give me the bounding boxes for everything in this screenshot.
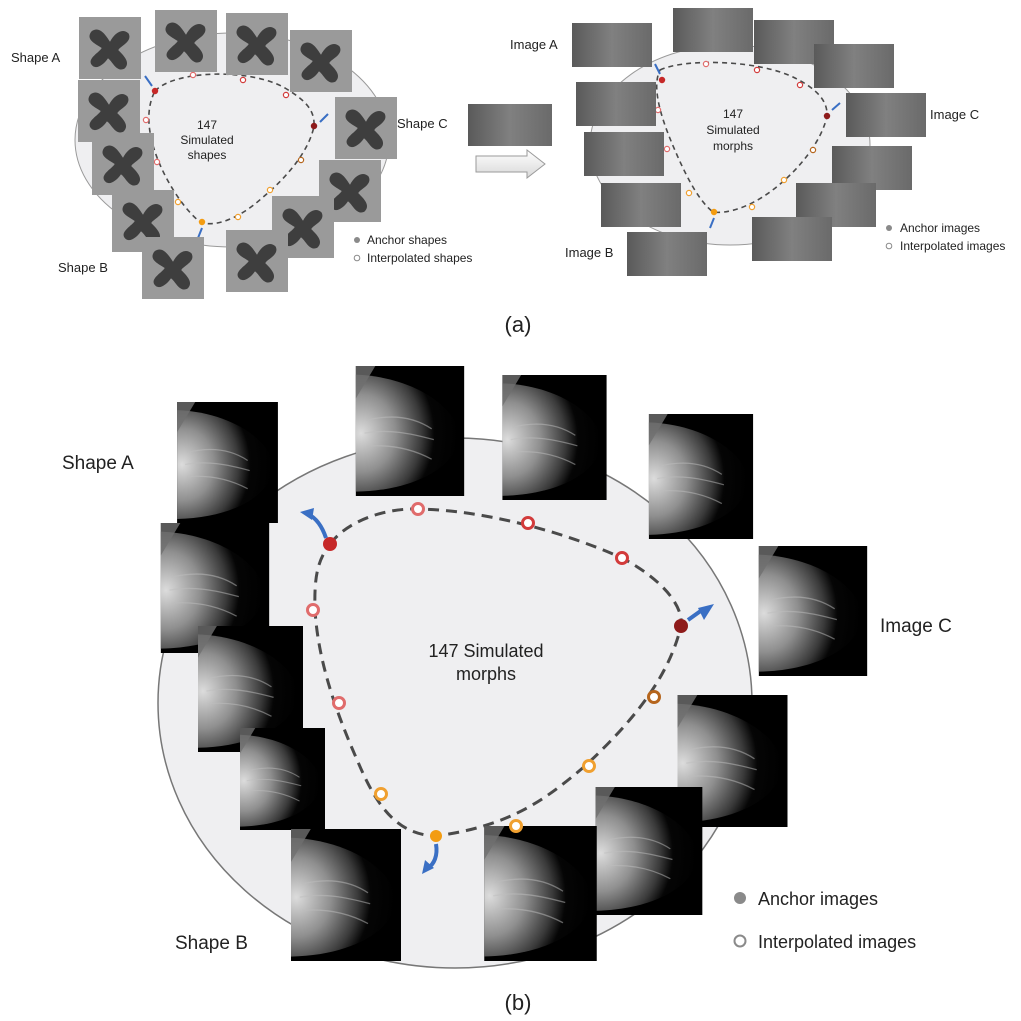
direction-arrows bbox=[300, 508, 714, 874]
interpolated-points bbox=[142, 71, 305, 221]
label-shape-b: Shape B bbox=[175, 933, 248, 954]
anchor-point-a bbox=[658, 76, 666, 84]
interpolation-curve bbox=[655, 61, 828, 214]
center-line-2: Simulated bbox=[180, 133, 233, 147]
label-image-a: Image A bbox=[510, 37, 558, 52]
label-image-c: Image C bbox=[930, 107, 979, 122]
label-shape-a: Shape A bbox=[11, 50, 60, 65]
anchor-point-a bbox=[323, 537, 337, 551]
direction-arrows bbox=[654, 63, 841, 229]
caption-a: (a) bbox=[505, 312, 532, 337]
center-line-2: morphs bbox=[456, 664, 516, 684]
anchor-point-a bbox=[151, 87, 159, 95]
transform-arrow bbox=[475, 148, 546, 180]
legend-anchor-dot bbox=[354, 237, 360, 243]
legend-anchor-label: Anchor images bbox=[900, 221, 980, 235]
legend-interp-label: Interpolated images bbox=[758, 932, 916, 952]
anchor-point-b bbox=[710, 208, 718, 216]
interpolated-points bbox=[654, 60, 817, 211]
panel-b: 147 Simulated morphs Shape A Shape B Ima… bbox=[62, 366, 952, 969]
anchor-point-b bbox=[430, 830, 442, 842]
panel-a-right: 147 Simulated morphs Image A Image B Ima… bbox=[510, 8, 1005, 276]
panel-a-left: 147 Simulated shapes Shape A Shape B Sha… bbox=[11, 10, 472, 299]
legend-interp-dot bbox=[353, 254, 361, 262]
center-line-1: 147 Simulated bbox=[428, 641, 543, 661]
anchor-point-c bbox=[823, 112, 831, 120]
legend-interp-dot bbox=[885, 242, 893, 250]
legend-anchor-label: Anchor images bbox=[758, 889, 878, 909]
label-image-b: Image B bbox=[565, 245, 613, 260]
legend-interp-label: Interpolated images bbox=[900, 239, 1005, 253]
label-shape-c: Shape C bbox=[397, 116, 448, 131]
label-shape-b: Shape B bbox=[58, 260, 108, 275]
legend-anchor-dot bbox=[734, 892, 746, 904]
anchor-point-c bbox=[674, 619, 688, 633]
legend-interp-dot bbox=[733, 934, 747, 948]
label-shape-a: Shape A bbox=[62, 453, 134, 474]
anchor-point-b bbox=[198, 218, 206, 226]
anchor-point-c bbox=[310, 122, 318, 130]
center-line-1: 147 bbox=[197, 118, 217, 132]
center-line-3: shapes bbox=[188, 148, 227, 162]
label-image-c: Image C bbox=[880, 616, 952, 637]
center-line-2: Simulated bbox=[706, 123, 759, 137]
center-line-1: 147 bbox=[723, 107, 743, 121]
legend-anchor-label: Anchor shapes bbox=[367, 233, 447, 247]
caption-b: (b) bbox=[505, 990, 532, 1015]
center-line-3: morphs bbox=[713, 139, 753, 153]
legend-anchor-dot bbox=[886, 225, 892, 231]
interpolated-points bbox=[306, 502, 661, 833]
morph-thumbnails bbox=[572, 8, 926, 276]
morph-source-image bbox=[468, 104, 552, 146]
direction-arrows bbox=[144, 75, 329, 239]
legend-interp-label: Interpolated shapes bbox=[367, 251, 472, 265]
